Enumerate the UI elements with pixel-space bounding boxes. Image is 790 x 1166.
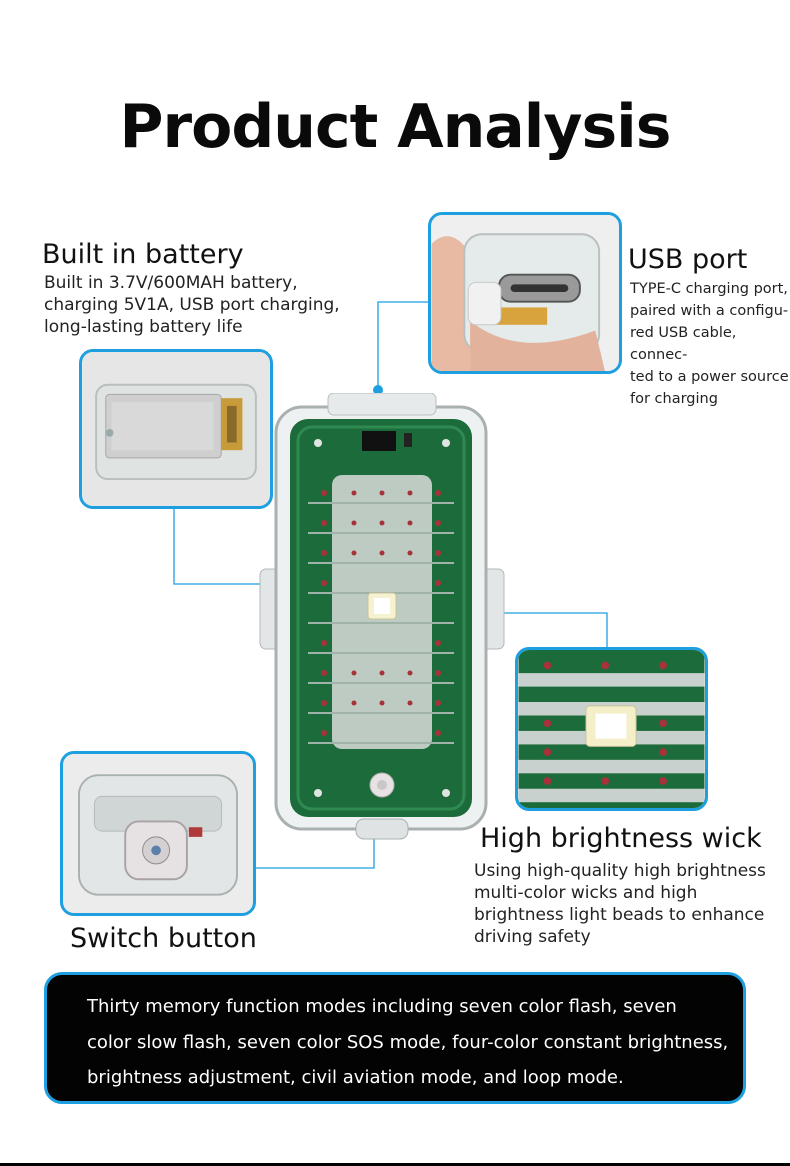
usb-desc-line: TYPE-C charging port, xyxy=(630,281,788,297)
page-title: Product Analysis xyxy=(119,92,672,162)
bottom-divider xyxy=(0,1163,790,1166)
wick-desc-line: multi-color wicks and high xyxy=(474,883,698,903)
switch-heading: Switch button xyxy=(70,923,257,954)
battery-photo xyxy=(79,349,273,509)
wick-desc-line: driving safety xyxy=(474,927,591,947)
switch-callout-line xyxy=(256,829,375,869)
usb-desc-line: paired with a configu- xyxy=(630,303,789,319)
banner-line: color slow flash, seven color SOS mode, … xyxy=(87,1031,729,1053)
usb-desc-line: red USB cable, connec- xyxy=(630,325,737,363)
wick-desc-line: brightness light beads to enhance xyxy=(474,905,765,925)
feature-banner: Thirty memory function modes including s… xyxy=(44,972,746,1104)
usb-desc-line: for charging xyxy=(630,391,718,407)
usb-heading: USB port xyxy=(628,244,748,275)
wick-desc-line: Using high-quality high brightness xyxy=(474,861,766,881)
usb-callout-line xyxy=(377,301,428,390)
banner-line: brightness adjustment, civil aviation mo… xyxy=(87,1067,624,1088)
usb-description: TYPE-C charging port, paired with a conf… xyxy=(630,278,790,410)
banner-line: Thirty memory function modes including s… xyxy=(87,996,677,1017)
battery-desc-line: long-lasting battery life xyxy=(44,317,243,337)
battery-desc-line: Built in 3.7V/600MAH battery, xyxy=(44,273,298,293)
usb-desc-line: ted to a power source xyxy=(630,369,789,385)
battery-heading: Built in battery xyxy=(42,239,244,270)
battery-description: Built in 3.7V/600MAH battery, charging 5… xyxy=(44,272,340,338)
battery-desc-line: charging 5V1A, USB port charging, xyxy=(44,295,340,315)
product-image xyxy=(259,393,505,840)
switch-button-photo xyxy=(60,751,256,916)
wick-heading: High brightness wick xyxy=(480,823,762,854)
battery-callout-line xyxy=(173,508,279,585)
wick-description: Using high-quality high brightness multi… xyxy=(474,860,766,948)
wick-photo xyxy=(515,647,708,811)
usb-port-photo xyxy=(428,212,622,374)
